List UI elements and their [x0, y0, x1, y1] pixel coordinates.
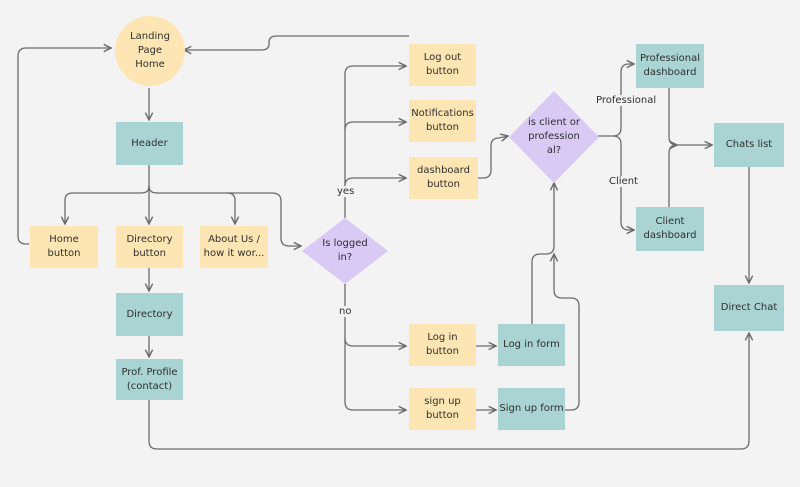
- header-node: Header: [116, 122, 183, 165]
- log-out-button-label: Log out button: [423, 52, 462, 77]
- about-us-label: About Us / how it wor...: [203, 234, 265, 259]
- direct-chat-node: Direct Chat: [714, 285, 784, 331]
- is-client-or-professional-label: is client or profession al?: [527, 117, 581, 156]
- edge-logout-landing: [184, 35, 409, 50]
- landing-page-label: Landing Page Home: [130, 31, 170, 70]
- chats-list-label: Chats list: [725, 139, 773, 150]
- professional-dashboard-label: Professional dashboard: [639, 53, 701, 78]
- edge-no-signup: [344, 338, 406, 410]
- edge-dashboard-isclient: [478, 136, 508, 179]
- edge-signupform-isclient: [554, 254, 580, 411]
- directory-node: Directory: [116, 293, 183, 336]
- directory-button-label: Directory button: [126, 234, 173, 259]
- log-in-button-node: Log in button: [409, 324, 476, 366]
- home-button-node: Home button: [30, 226, 98, 268]
- edge-no-login: [344, 284, 406, 346]
- edge-label-no: no: [337, 306, 354, 317]
- about-us-node: About Us / how it wor...: [200, 226, 268, 268]
- directory-button-node: Directory button: [116, 226, 183, 268]
- header-label: Header: [131, 137, 168, 149]
- edge-professional-chats: [668, 88, 712, 145]
- dashboard-button-node: dashboard button: [409, 157, 478, 199]
- landing-page-node: Landing Page Home: [115, 16, 185, 86]
- edge-label-client: Client: [607, 176, 640, 187]
- is-client-or-professional-decision: is client or profession al?: [509, 91, 599, 183]
- edge-header-home: [65, 165, 150, 224]
- edge-yes-logout: [344, 66, 406, 218]
- edge-label-yes: yes: [335, 186, 357, 197]
- edge-label-professional: Professional: [594, 95, 659, 106]
- notifications-button-label: Notifications button: [411, 108, 474, 133]
- edge-loginform-isclient: [531, 183, 554, 324]
- edge-profile-directchat: [148, 333, 749, 450]
- edge-header-islogged: [227, 192, 301, 246]
- log-in-form-node: Log in form: [498, 324, 565, 366]
- is-logged-in-label: Is logged in?: [322, 238, 368, 263]
- professional-dashboard-node: Professional dashboard: [636, 44, 704, 88]
- log-out-button-node: Log out button: [409, 44, 476, 86]
- prof-profile-node: Prof. Profile (contact): [116, 359, 183, 400]
- edge-home-landing: [17, 48, 111, 245]
- sign-up-form-label: Sign up form: [499, 403, 564, 414]
- sign-up-form-node: Sign up form: [498, 388, 565, 430]
- edge-header-about: [148, 185, 235, 224]
- notifications-button-node: Notifications button: [409, 100, 476, 142]
- client-dashboard-label: Client dashboard: [643, 216, 697, 241]
- is-logged-in-decision: Is logged in?: [302, 218, 388, 284]
- log-in-button-label: Log in button: [426, 332, 459, 357]
- edge-yes-notifications: [344, 122, 406, 131]
- direct-chat-label: Direct Chat: [720, 302, 778, 313]
- edge-isclient-client: [612, 135, 634, 230]
- prof-profile-label: Prof. Profile (contact): [121, 366, 178, 392]
- chats-list-node: Chats list: [714, 123, 784, 167]
- edge-yes-dashboard: [344, 178, 406, 187]
- log-in-form-label: Log in form: [503, 339, 560, 350]
- home-button-label: Home button: [47, 234, 81, 259]
- sign-up-button-label: sign up button: [424, 396, 461, 421]
- client-dashboard-node: Client dashboard: [636, 207, 704, 251]
- dashboard-button-label: dashboard button: [417, 165, 470, 190]
- sign-up-button-node: sign up button: [409, 388, 476, 430]
- edge-client-chats: [668, 145, 677, 207]
- directory-label: Directory: [126, 308, 173, 320]
